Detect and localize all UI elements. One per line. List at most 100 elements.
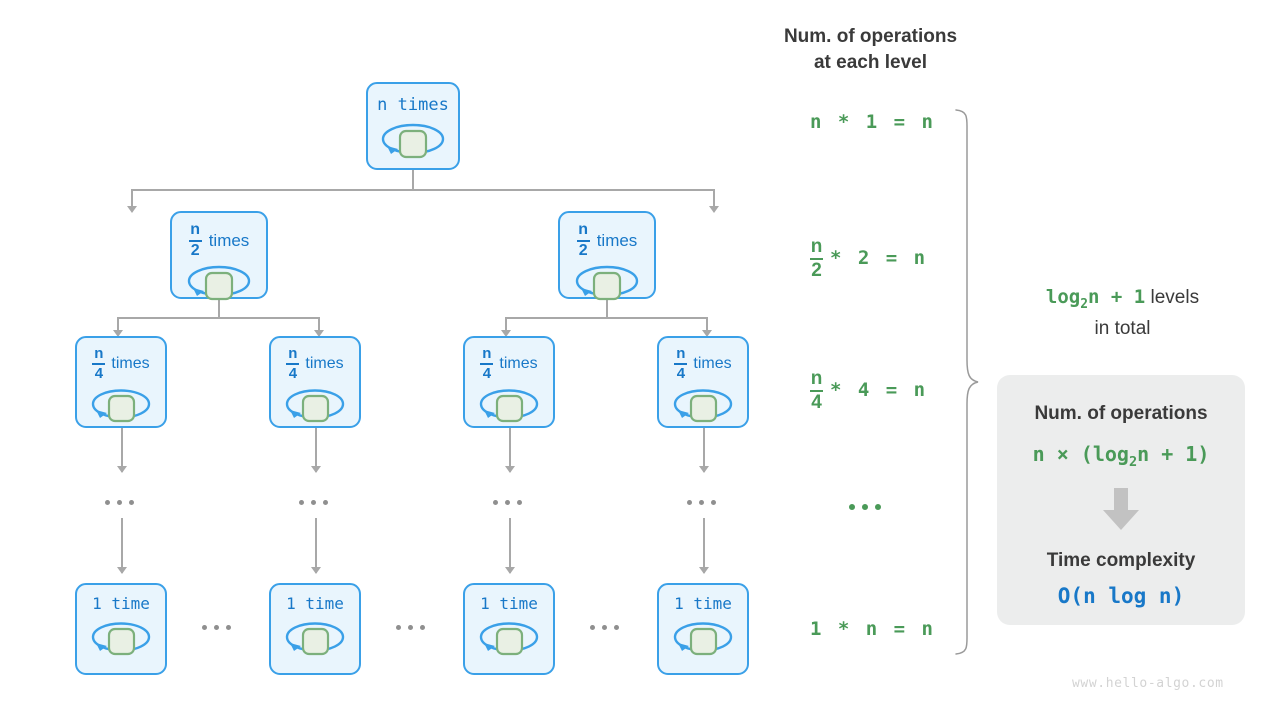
- arrowhead-l2-c1: [113, 330, 123, 337]
- operations-column-title-line2: at each level: [813, 51, 928, 73]
- arrowhead-l2-c3: [501, 330, 511, 337]
- connector-l2-c2-drop: [318, 317, 320, 335]
- fraction: n 2: [188, 221, 202, 259]
- infobox-formula-operations: n × (log2n + 1): [1032, 442, 1210, 470]
- node-label: n times: [377, 95, 449, 115]
- node-label: 1 time: [480, 594, 538, 613]
- operations-row-text: 1 * n = n: [810, 618, 936, 640]
- connector-dots1-to-leaf: [121, 518, 123, 573]
- levels-note-formula: log2n + 1: [1045, 286, 1146, 312]
- connector-l2-c3-drop: [505, 317, 507, 335]
- down-arrow-icon: [1099, 486, 1143, 537]
- infobox-heading-complexity: Time complexity: [1046, 550, 1196, 571]
- loop-icon: [668, 385, 738, 425]
- arrowhead-l2-c2: [314, 330, 324, 337]
- arrowhead-leaf-3: [505, 567, 515, 574]
- operations-row-level-4: 1 * n = n: [810, 620, 935, 639]
- arrowhead-leaf-2: [311, 567, 321, 574]
- leaf-gap-ellipsis-2: [590, 625, 619, 630]
- levels-note: log2n + 1 levels in total: [1000, 284, 1245, 342]
- tree-ellipsis-3: [687, 500, 716, 505]
- connector-level1-right-drop: [713, 189, 715, 211]
- levels-note-after: levels: [1145, 287, 1200, 308]
- node-label: 1 time: [92, 594, 150, 613]
- arrowhead-leaf-4: [699, 567, 709, 574]
- fraction: n 4: [674, 345, 688, 382]
- fraction: n 2: [810, 236, 823, 282]
- node-label-word: times: [208, 231, 250, 250]
- levels-brace: [952, 108, 982, 661]
- node-label: n 4 times: [674, 345, 732, 382]
- connector-l2-c4-to-dots: [703, 428, 705, 472]
- summary-infobox: Num. of operations n × (log2n + 1) Time …: [997, 375, 1245, 625]
- tree-ellipsis-1: [299, 500, 328, 505]
- loop-icon: [376, 120, 450, 160]
- tree-node-level0-0[interactable]: n times: [366, 82, 460, 170]
- connector-l2-bus-left: [117, 317, 319, 319]
- connector-level1-bus: [131, 189, 713, 191]
- connector-dots3-to-leaf: [509, 518, 511, 573]
- tree-node-level2-3[interactable]: n 4 times: [657, 336, 749, 428]
- arrowhead-dots-4: [699, 466, 709, 473]
- arrowhead-dots-1: [117, 466, 127, 473]
- loop-icon: [86, 385, 156, 425]
- watermark: www.hello-algo.com: [1072, 676, 1224, 691]
- loop-icon: [570, 262, 644, 302]
- node-label: n 4 times: [92, 346, 150, 381]
- operations-row-level-2: n 4 * 4 = n: [810, 369, 928, 412]
- tree-node-level2-1[interactable]: n 4 times: [269, 336, 361, 428]
- loop-icon: [280, 385, 350, 425]
- tree-ellipsis-0: [105, 500, 134, 505]
- fraction: n 4: [286, 345, 300, 382]
- arrowhead-level1-right: [709, 206, 719, 213]
- fraction: n 4: [480, 345, 494, 382]
- infobox-heading-operations: Num. of operations: [1034, 403, 1208, 424]
- tree-node-level1-1[interactable]: n 2 times: [558, 211, 656, 302]
- connector-l1r-stem: [606, 299, 608, 318]
- tree-ellipsis-2: [493, 500, 522, 505]
- loop-icon: [668, 618, 738, 658]
- arrowhead-dots-2: [311, 466, 321, 473]
- arrowhead-dots-3: [505, 466, 515, 473]
- operations-column-title: Num. of operations at each level: [763, 24, 978, 75]
- operations-row-text: n * 1 = n: [810, 111, 936, 133]
- leaf-gap-ellipsis-0: [202, 625, 231, 630]
- connector-l2-c1-to-dots: [121, 428, 123, 472]
- loop-icon: [280, 618, 350, 658]
- tree-node-level4-3[interactable]: 1 time: [657, 583, 749, 675]
- node-label-word: times: [499, 354, 538, 372]
- tree-node-level4-2[interactable]: 1 time: [463, 583, 555, 675]
- node-label: n 2 times: [576, 221, 638, 259]
- connector-level1-left-drop: [131, 189, 133, 211]
- connector-dots4-to-leaf: [703, 518, 705, 573]
- arrowhead-leaf-1: [117, 567, 127, 574]
- loop-icon: [474, 618, 544, 658]
- loop-icon: [474, 385, 544, 425]
- leaf-gap-ellipsis-1: [396, 625, 425, 630]
- loop-icon: [182, 262, 256, 302]
- connector-l2-c4-drop: [706, 317, 708, 335]
- arrowhead-l2-c4: [702, 330, 712, 337]
- tree-node-level4-0[interactable]: 1 time: [75, 583, 167, 675]
- node-label: 1 time: [286, 594, 344, 613]
- levels-note-line1: log2n + 1 levels: [1000, 284, 1245, 315]
- fraction: n 4: [810, 368, 823, 414]
- connector-l2-c2-to-dots: [315, 428, 317, 472]
- tree-node-level1-0[interactable]: n 2 times: [170, 211, 268, 302]
- fraction: n 2: [576, 221, 590, 259]
- node-label: n 2 times: [188, 221, 250, 259]
- connector-dots2-to-leaf: [315, 518, 317, 573]
- node-label-word: times: [596, 231, 638, 250]
- tree-node-level2-0[interactable]: n 4 times: [75, 336, 167, 428]
- connector-l2-c3-to-dots: [509, 428, 511, 472]
- levels-note-line2: in total: [1094, 317, 1151, 339]
- operations-row-text: * 4 = n: [830, 379, 928, 402]
- node-label: n 4 times: [480, 345, 538, 382]
- tree-node-level4-1[interactable]: 1 time: [269, 583, 361, 675]
- tree-node-level2-2[interactable]: n 4 times: [463, 336, 555, 428]
- infobox-complexity-value: O(n log n): [1057, 584, 1185, 608]
- operations-row-text: * 2 = n: [830, 247, 928, 270]
- operations-column-title-line1: Num. of operations: [783, 26, 958, 47]
- connector-l1l-stem: [218, 299, 220, 318]
